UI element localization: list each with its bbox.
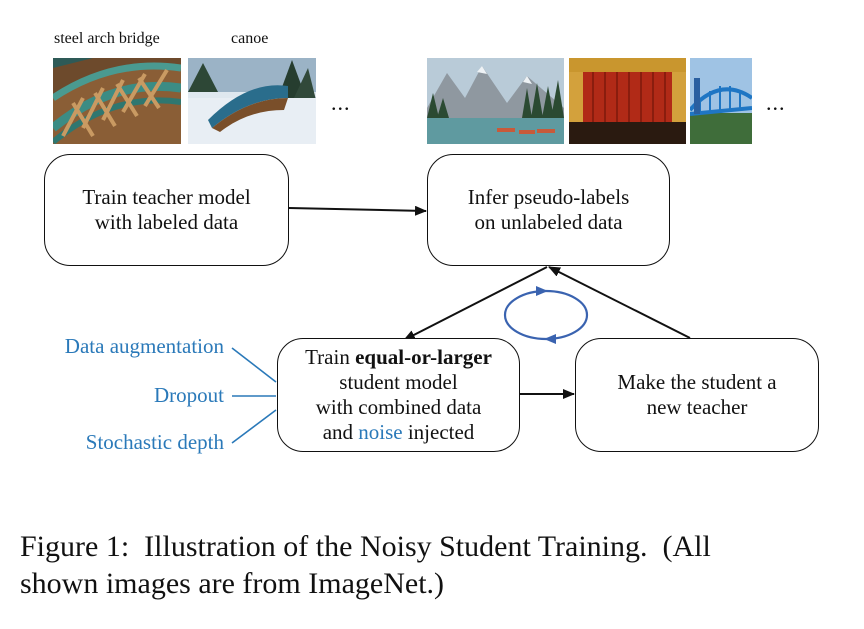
train-teacher-line-1: Train teacher model xyxy=(82,185,251,209)
figure-caption-line-1: Figure 1: Illustration of the Noisy Stud… xyxy=(20,530,711,563)
infer-pseudo-labels-box: Infer pseudo-labels on unlabeled data xyxy=(427,154,670,266)
theater-stage-image xyxy=(569,58,686,144)
student-text-injected: injected xyxy=(402,420,475,444)
canoe-image xyxy=(188,58,316,144)
new-teacher-box: Make the student a new teacher xyxy=(575,338,819,452)
student-text-student-model: student model xyxy=(339,370,458,394)
noise-label-dropout: Dropout xyxy=(154,383,224,407)
train-teacher-box: Train teacher model with labeled data xyxy=(44,154,289,266)
lake-mountains-image xyxy=(427,58,564,144)
new-teacher-line-2: new teacher xyxy=(646,395,748,419)
unlabeled-images-ellipsis: ... xyxy=(766,90,786,115)
image-label-steel-arch-bridge: steel arch bridge xyxy=(54,30,160,47)
infer-line-1: Infer pseudo-labels xyxy=(467,185,630,209)
blue-bridge-image xyxy=(690,58,752,144)
figure-caption-line-2: shown images are from ImageNet.) xyxy=(20,567,445,600)
infer-line-2: on unlabeled data xyxy=(474,210,623,234)
new-teacher-line-1: Make the student a xyxy=(617,370,777,394)
student-text-train: Train xyxy=(305,345,356,369)
cycle-arrowhead-top xyxy=(536,286,548,296)
student-text-combined-data: with combined data xyxy=(315,395,482,419)
noise-label-stochastic-depth: Stochastic depth xyxy=(85,430,224,454)
train-student-box: Train equal-or-larger student model with… xyxy=(277,338,520,452)
iteration-cycle-icon xyxy=(503,289,589,341)
arrow-teacher-to-infer xyxy=(288,205,427,216)
image-label-canoe: canoe xyxy=(231,30,269,47)
train-teacher-line-2: with labeled data xyxy=(94,210,239,234)
cycle-arrowhead-bottom xyxy=(544,334,556,344)
labeled-images-ellipsis: ... xyxy=(331,90,351,115)
connector-data-augmentation xyxy=(231,347,277,383)
arrow-infer-to-student xyxy=(403,266,548,341)
arrow-new-teacher-to-infer xyxy=(548,266,691,339)
student-text-noise: noise xyxy=(358,420,403,444)
noise-label-data-augmentation: Data augmentation xyxy=(64,334,224,358)
steel-arch-bridge-image xyxy=(53,58,181,144)
connector-stochastic-depth xyxy=(231,409,277,444)
student-text-equal-or-larger: equal-or-larger xyxy=(355,345,492,369)
student-text-and: and xyxy=(322,420,359,444)
